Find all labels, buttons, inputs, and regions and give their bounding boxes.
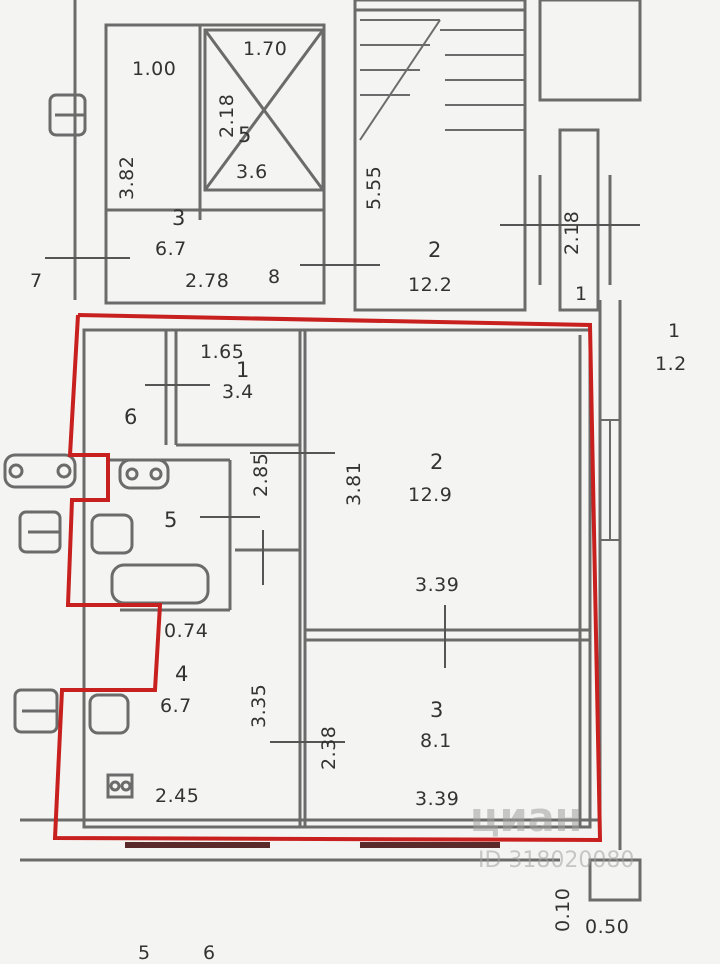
radiators [13,93,87,734]
dim-upper-5: 5.55 [363,165,385,210]
dimension-lines [45,224,640,743]
staircase [359,19,525,141]
room-1-number: 1 [236,358,250,382]
room-4-area: 6.7 [160,695,192,717]
dim-upper-4: 3.82 [116,155,138,200]
dim-bottom-2: 0.50 [585,916,630,938]
apartment-walls [82,328,592,829]
axis-mark-7: 7 [30,270,43,292]
axis-mark-1: 1 [575,283,588,305]
upper-floor-walls [104,0,642,312]
room-2-number: 2 [430,450,444,474]
dim-upper-6: 2.18 [561,210,583,255]
dim-apt-9: 3.39 [415,788,460,810]
upper-room-5-number: 5 [238,123,252,147]
upper-room-2-number: 2 [428,238,442,262]
dim-upper-1: 1.00 [132,58,177,80]
dim-apt-5: 0.74 [164,620,209,642]
section-1-number: 1 [668,320,681,342]
apartment-boundary [52,313,603,843]
upper-room-5-area: 3.6 [236,161,268,183]
dim-upper-2: 1.70 [243,38,288,60]
dim-apt-3: 3.81 [343,461,365,506]
upper-room-2-area: 12.2 [408,274,453,296]
room-6-number: 6 [124,405,138,429]
plumbing [3,453,210,799]
room-2-area: 12.9 [408,484,453,506]
axis-mark-8: 8 [268,266,281,288]
building-walls [20,0,642,902]
room-1-area: 3.4 [222,381,254,403]
upper-room-3-area: 6.7 [155,238,187,260]
bottom-mark-6: 6 [203,942,216,964]
room-3-area: 8.1 [420,730,452,752]
room-5-number: 5 [164,508,178,532]
dim-apt-7: 2.38 [318,725,340,770]
watermark-brand: циан [470,795,583,841]
dim-upper-3: 2.18 [216,93,238,138]
room-3-number: 3 [430,698,444,722]
dim-apt-4: 3.39 [415,574,460,596]
dim-apt-8: 2.45 [155,785,200,807]
watermark-id: ID 318020080 [478,848,635,873]
dim-apt-2: 2.85 [250,452,272,497]
dim-upper-7: 2.78 [185,270,230,292]
dim-apt-6: 3.35 [248,683,270,728]
bottom-mark-5: 5 [138,942,151,964]
windows [600,419,620,541]
dim-apt-1: 1.65 [200,341,245,363]
section-1-area: 1.2 [655,353,687,375]
upper-room-3-number: 3 [172,206,186,230]
dim-bottom-1: 0.10 [552,887,574,932]
room-4-number: 4 [175,662,189,686]
